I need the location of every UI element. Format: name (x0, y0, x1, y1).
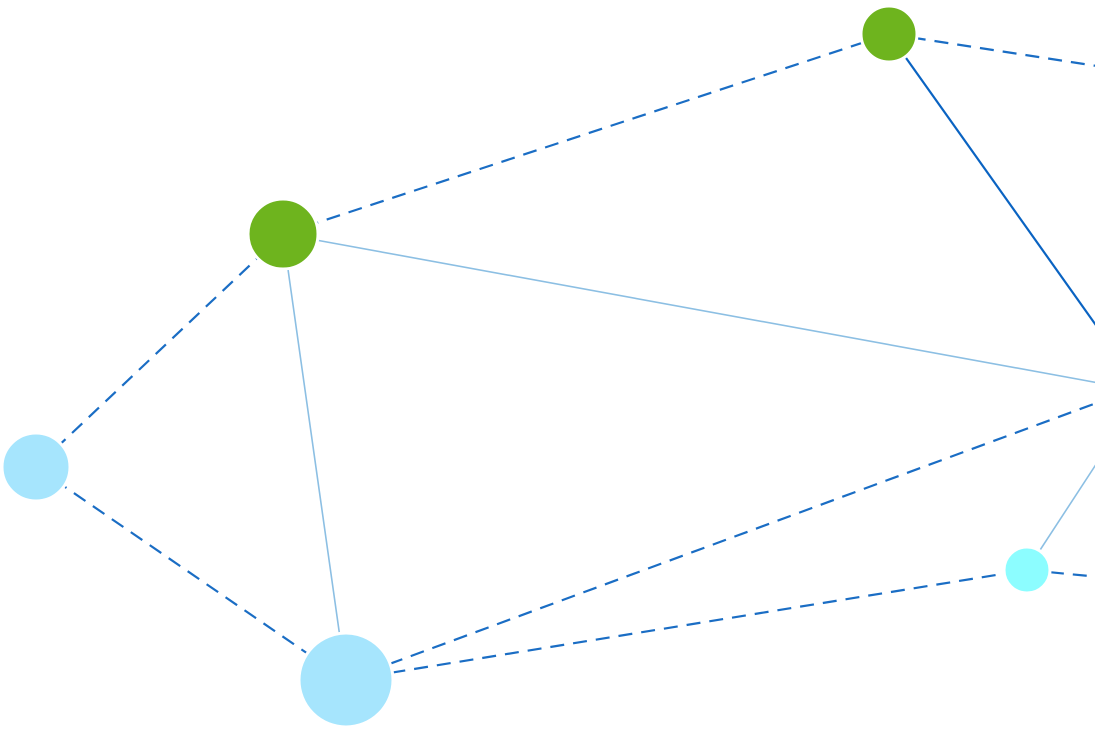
edge-cyan-small-to-offscreen-right (1026, 464, 1095, 571)
edge-green-left-to-light-blue-bottom (282, 233, 347, 681)
edges-group (35, 32, 1095, 682)
edge-green-left-to-offscreen-right (282, 233, 1095, 384)
edge-green-top-right-to-offscreen-right (888, 33, 1095, 326)
edge-green-left-to-light-blue-left (35, 233, 284, 468)
node-green-top-right (859, 4, 919, 64)
nodes-group (0, 4, 1052, 729)
edge-light-blue-left-to-light-blue-bottom (35, 466, 347, 681)
edge-light-blue-bottom-to-offscreen-right (345, 402, 1095, 682)
node-light-blue-left (0, 431, 72, 503)
node-light-blue-bottom (297, 631, 395, 729)
edge-green-left-to-green-top-right (282, 32, 890, 236)
edge-light-blue-bottom-to-cyan-small (345, 568, 1028, 682)
node-green-left (246, 197, 320, 271)
edge-green-top-right-to-offscreen-top-right (888, 32, 1095, 67)
node-cyan-small (1002, 545, 1052, 595)
